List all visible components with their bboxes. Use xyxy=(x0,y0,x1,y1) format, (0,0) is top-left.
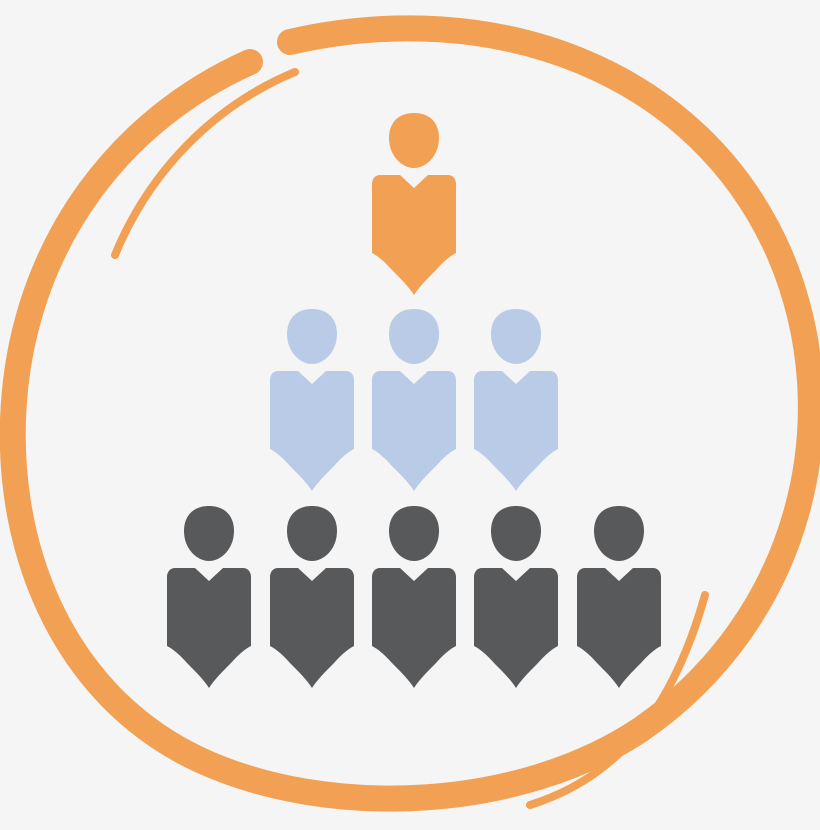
ring-outer-stroke xyxy=(0,15,820,812)
person-icon xyxy=(270,506,354,688)
person-icon xyxy=(270,309,354,491)
person-icon xyxy=(474,506,558,688)
tier-leader xyxy=(372,113,456,295)
person-icon xyxy=(372,309,456,491)
tier-bottom xyxy=(167,506,661,688)
person-icon xyxy=(372,113,456,295)
ring-lower-stroke xyxy=(526,591,709,809)
ring-swoosh xyxy=(0,15,820,812)
person-icon xyxy=(577,506,661,688)
person-icon xyxy=(372,506,456,688)
person-icon xyxy=(474,309,558,491)
person-icon xyxy=(167,506,251,688)
ring-inner-stroke xyxy=(111,68,299,259)
tier-middle xyxy=(270,309,558,491)
